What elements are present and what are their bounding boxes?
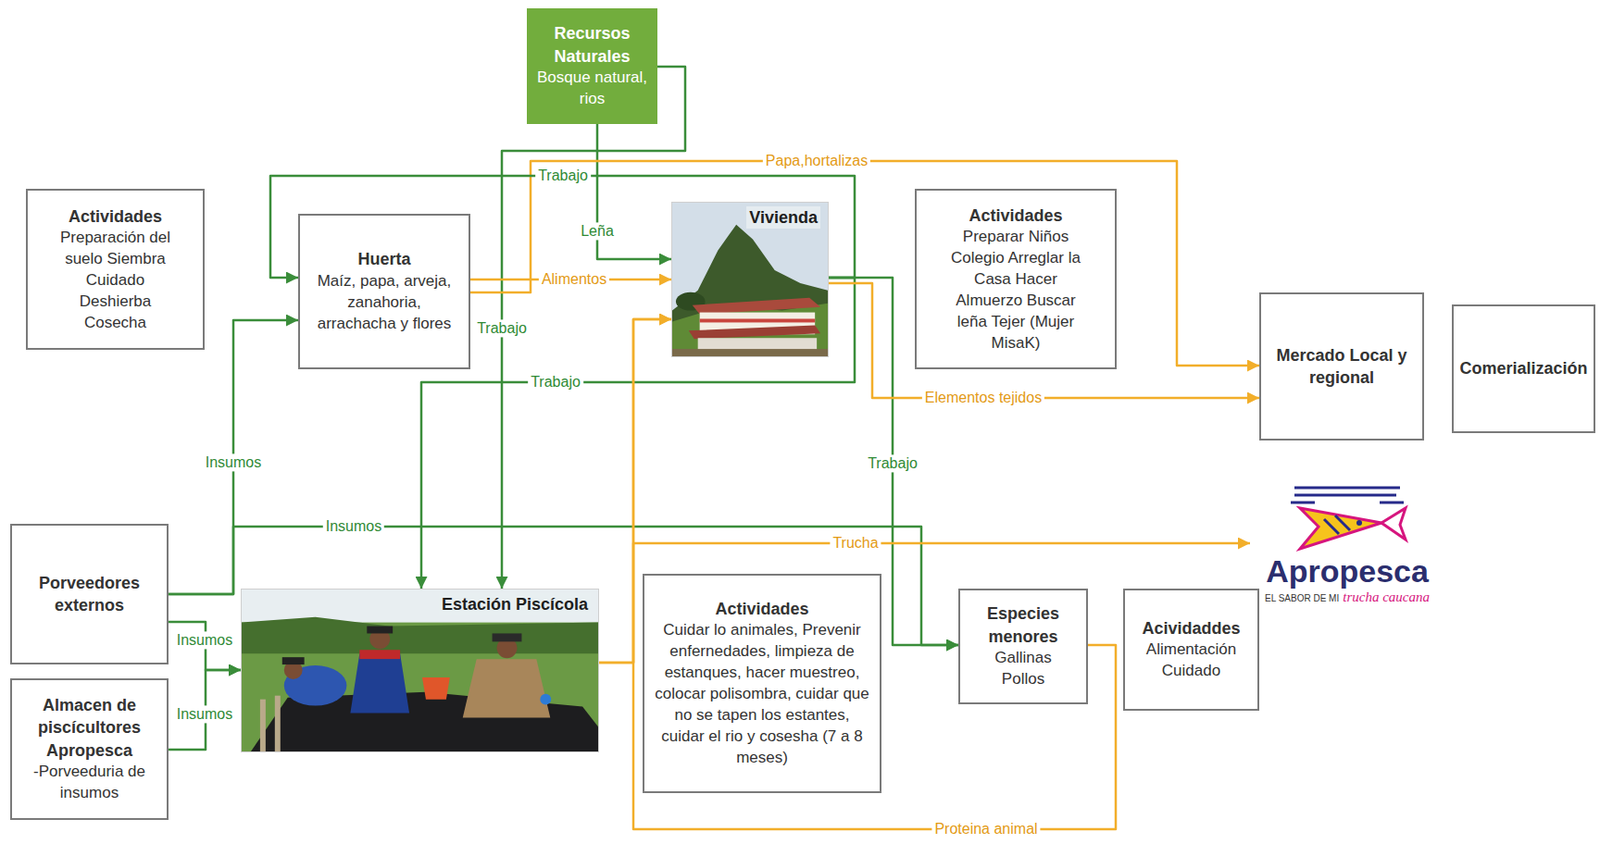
logo-tagline: EL SABOR DE MI (1264, 593, 1339, 605)
box-heading: Porveedores externos (19, 572, 160, 618)
illustration-shape (350, 653, 410, 713)
edge-label: Trabajo (864, 454, 921, 473)
logo-name: Apropesca (1250, 554, 1445, 589)
illustration-shape (241, 617, 599, 655)
illustration-shape (672, 225, 828, 357)
edge-label: Leña (577, 222, 617, 240)
box-body: Bosque natural, rios (534, 67, 650, 111)
illustration-shape (1300, 508, 1382, 550)
photo-box: Estación Piscícola (240, 588, 600, 753)
logo: Apropesca EL SABOR DE MItrucha caucana (1250, 467, 1445, 621)
logo-tagline: trucha caucana (1342, 588, 1430, 606)
illustration-shape (700, 318, 816, 323)
illustration-shape (1290, 487, 1404, 503)
illustration-shape (1356, 520, 1363, 526)
edge-label: Alimentos (538, 270, 610, 288)
illustration-shape (275, 696, 281, 752)
edge-label: Insumos (323, 517, 385, 536)
illustration-shape (462, 659, 551, 718)
edge-label: Trabajo (527, 373, 584, 391)
edge-label: Insumos (174, 705, 236, 724)
activity-box: ActividadesCuidar lo animales, Prevenir … (642, 574, 882, 794)
illustration-shape (539, 694, 551, 706)
illustration-shape (422, 677, 450, 700)
illustration-shape (366, 626, 393, 635)
edge-label: Papa,hortalizas (762, 151, 871, 170)
illustration-shape (692, 298, 821, 315)
box-heading: Comerialización (1459, 357, 1588, 380)
edge-label: Elementos tejidos (922, 388, 1045, 407)
photo-caption: Estación Piscícola (438, 593, 591, 616)
illustration-shape (672, 202, 828, 357)
process-box: Especies menoresGallinas Pollos (958, 588, 1088, 705)
illustration-shape (260, 700, 266, 752)
supplier-box: Almacen de piscícultores Apropesca-Porve… (10, 678, 169, 821)
box-body: Cuidar lo animales, Prevenir enfernedade… (651, 620, 873, 770)
resource-box: Recursos NaturalesBosque natural, rios (526, 8, 658, 125)
photo-box: Vivienda (671, 201, 829, 358)
box-heading: Mercado Local y regional (1268, 344, 1415, 390)
box-body: Maíz, papa, arveja, zanahoria, arrachach… (307, 271, 462, 336)
illustration-shape (492, 633, 523, 642)
box-body: -Porveeduria de insumos (19, 762, 160, 805)
box-heading: Actividades (968, 204, 1063, 227)
box-body: Preparación del suelo Siembra Cuidado De… (55, 227, 176, 335)
photo-caption: Vivienda (746, 206, 821, 229)
illustration-shape (359, 650, 400, 660)
connector-arrow (168, 670, 241, 750)
process-box: Comerialización (1451, 304, 1596, 434)
connector-arrow (470, 161, 1260, 366)
edge-label: Insumos (174, 631, 236, 650)
illustration-shape (282, 657, 305, 665)
illustration-shape (241, 589, 599, 624)
box-heading: Actividades (714, 598, 809, 621)
illustration-shape (241, 589, 599, 752)
activity-box: ActividadesPreparación del suelo Siembra… (25, 188, 205, 350)
activity-box: AcividaddesAlimentación Cuidado (1123, 588, 1260, 712)
connector-arrow (421, 277, 855, 589)
edge-label: Proteina animal (931, 820, 1040, 838)
edge-label: Trabajo (535, 166, 591, 185)
edge-label: Trabajo (474, 319, 530, 338)
supplier-box: Porveedores externos (10, 524, 169, 665)
logo-icon (1277, 482, 1417, 555)
connector-arrow (633, 319, 1116, 830)
edge-label: Trucha (829, 534, 881, 552)
box-body: Alimentación Cuidado (1139, 639, 1244, 683)
activity-box: ActividadesPreparar Niños Colegio Arregl… (914, 188, 1117, 370)
illustration-shape (672, 303, 828, 357)
edge-label: Insumos (202, 453, 264, 472)
box-body: Preparar Niños Colegio Arreglar la Casa … (939, 226, 1093, 355)
box-heading: Acividaddes (1141, 617, 1240, 640)
market-box: Mercado Local y regional (1259, 292, 1425, 441)
illustration-shape (698, 337, 817, 351)
box-heading: Huerta (357, 248, 411, 271)
box-body: Gallinas Pollos (981, 648, 1065, 691)
illustration-shape (688, 325, 821, 339)
illustration-shape (672, 349, 828, 357)
box-heading: Almacen de piscícultores Apropesca (19, 694, 160, 763)
box-heading: Actividades (68, 205, 163, 228)
process-box: HuertaMaíz, papa, arveja, zanahoria, arr… (298, 213, 471, 370)
box-heading: Especies menores (967, 602, 1079, 649)
illustration-shape (1324, 515, 1350, 535)
box-heading: Recursos Naturales (534, 22, 650, 68)
illustration-shape (1381, 508, 1406, 540)
connector-arrow (168, 622, 241, 671)
